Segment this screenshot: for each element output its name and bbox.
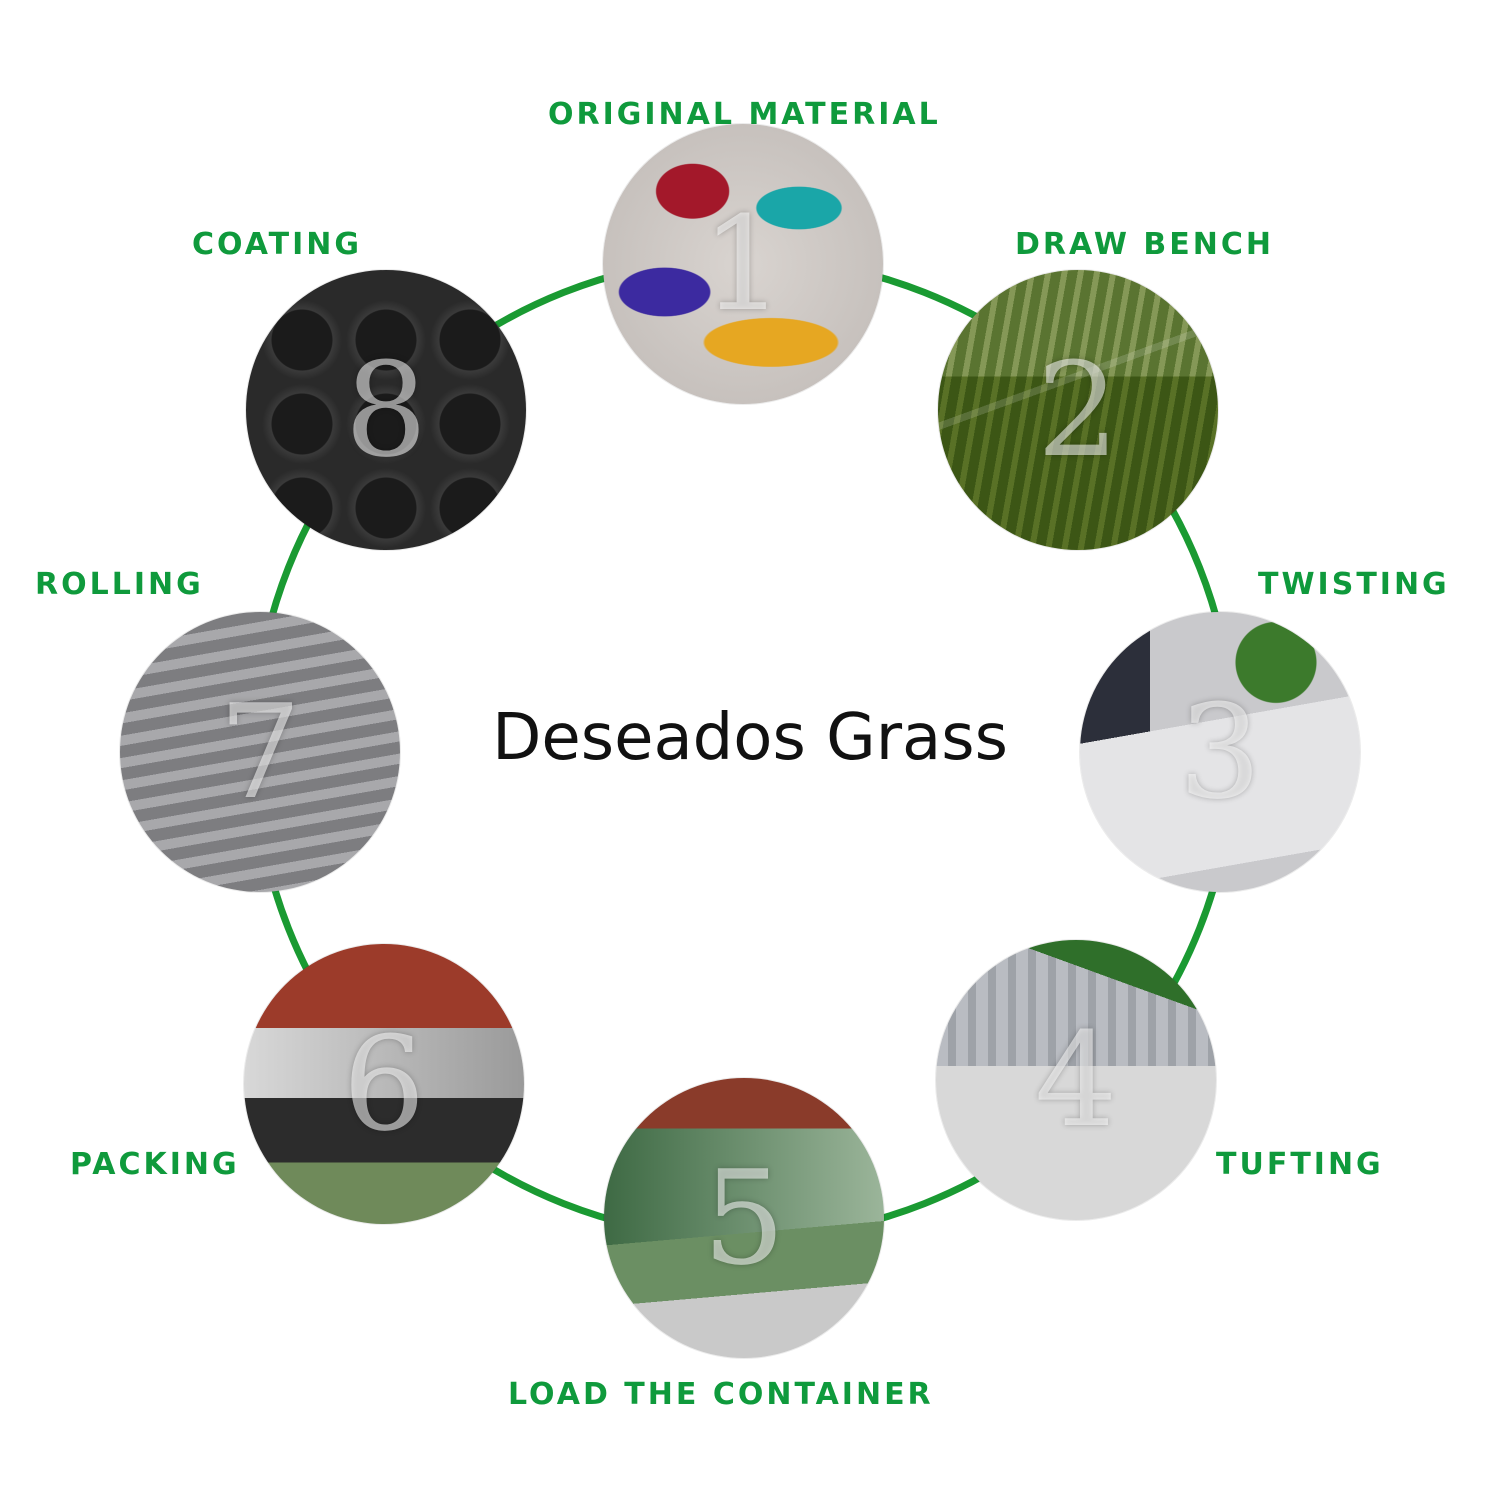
step-label-twisting: TWISTING	[1258, 567, 1450, 602]
step-number: 7	[218, 676, 302, 828]
step-number: 4	[1034, 1004, 1118, 1156]
step-photo-twisting: 3	[1080, 612, 1360, 892]
step-number: 5	[702, 1142, 786, 1294]
step-number: 6	[342, 1008, 426, 1160]
step-label-draw-bench: DRAW BENCH	[1015, 227, 1274, 262]
step-number: 8	[344, 334, 428, 486]
step-photo-load-the-container: 5	[604, 1078, 884, 1358]
step-photo-original-material: 1	[603, 124, 883, 404]
step-label-tufting: TUFTING	[1216, 1147, 1384, 1182]
diagram-title: Deseados Grass	[492, 701, 1008, 775]
step-label-packing: PACKING	[70, 1147, 240, 1182]
step-label-load-the-container: LOAD THE CONTAINER	[508, 1377, 934, 1412]
step-number: 2	[1036, 334, 1120, 486]
step-photo-packing: 6	[244, 944, 524, 1224]
step-photo-coating: 8	[246, 270, 526, 550]
step-photo-rolling: 7	[120, 612, 400, 892]
step-label-rolling: ROLLING	[35, 567, 204, 602]
step-photo-draw-bench: 2	[938, 270, 1218, 550]
step-number: 1	[701, 188, 785, 340]
step-photo-tufting: 4	[936, 940, 1216, 1220]
step-label-coating: COATING	[192, 227, 362, 262]
step-number: 3	[1178, 676, 1262, 828]
